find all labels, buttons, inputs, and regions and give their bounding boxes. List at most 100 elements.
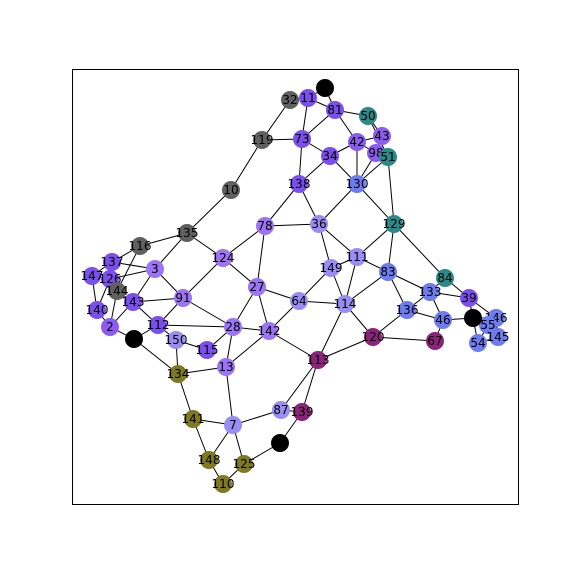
edge-n138-n78: [264, 183, 300, 227]
node-marker: [214, 249, 232, 267]
edge-n113-n87: [280, 359, 319, 411]
node-marker: [217, 358, 235, 376]
graph-node: 43: [373, 127, 391, 145]
node-marker: [364, 328, 382, 346]
graph-node: 13: [217, 358, 235, 376]
node-marker: [436, 269, 454, 287]
node-marker: [174, 289, 192, 307]
graph-node: 84: [436, 269, 454, 287]
node-marker: [290, 175, 308, 193]
node-marker: [149, 316, 167, 334]
graph-node: [125, 330, 143, 348]
graph-node: 11: [299, 89, 317, 107]
node-label: 11: [300, 91, 315, 105]
edge-n129-n84: [393, 223, 446, 279]
node-marker: [348, 248, 366, 266]
node-marker: [178, 224, 196, 242]
node-label: 83: [380, 265, 395, 279]
graph-node: 143: [122, 293, 144, 311]
edge-n130-n129: [356, 183, 395, 225]
node-marker: [398, 301, 416, 319]
node-marker: [256, 217, 274, 235]
graph-node: 137: [101, 253, 123, 271]
node-label: 43: [374, 129, 389, 143]
edge-n78-n36: [264, 223, 320, 227]
edge-n120-n113: [317, 336, 374, 361]
graph-node: 27: [248, 278, 266, 296]
node-label: 149: [320, 261, 343, 275]
edge-n13-n7: [225, 366, 234, 426]
node-marker: [184, 410, 202, 428]
plot-frame: [72, 69, 519, 505]
node-label: 141: [182, 412, 205, 426]
node-marker: [379, 263, 397, 281]
node-label: 51: [380, 150, 395, 164]
graph-node: 147: [81, 267, 104, 285]
graph-node: 144: [106, 282, 128, 300]
edge-n51-n129: [387, 156, 395, 225]
node-label: 129: [383, 217, 406, 231]
edge-n120-n67: [372, 336, 436, 342]
node-marker: [290, 292, 308, 310]
node-label: 13: [218, 360, 233, 374]
edge-n114-n113: [317, 303, 346, 361]
node-marker: [293, 130, 311, 148]
graph-node: 145: [487, 328, 510, 346]
node-label: 142: [258, 324, 281, 338]
node-marker: [88, 301, 106, 319]
graph-node: 141: [182, 410, 205, 428]
graph-node: 91: [174, 289, 192, 307]
graph-node: 124: [212, 249, 234, 267]
node-label: 147: [81, 269, 104, 283]
edge-n113-n139: [301, 359, 319, 413]
graph-node: [271, 434, 289, 452]
node-marker: [248, 278, 266, 296]
node-marker: [271, 434, 289, 452]
graph-node: 34: [321, 147, 339, 165]
node-label: 136: [396, 303, 419, 317]
node-marker: [224, 318, 242, 336]
graph-node: [464, 309, 482, 327]
edge-n112-n28: [157, 324, 234, 328]
node-label: 54: [470, 336, 485, 350]
graph-node: 136: [396, 301, 419, 319]
graph-node: 142: [258, 322, 281, 340]
node-label: 135: [176, 226, 199, 240]
node-label: 84: [437, 271, 452, 285]
edge-n124-n91: [182, 257, 224, 299]
graph-node: 28: [224, 318, 242, 336]
graph-node: 3: [146, 260, 164, 278]
graph-node: 125: [233, 455, 255, 473]
node-marker: [348, 133, 366, 151]
graph-node: 87: [272, 401, 290, 419]
node-marker: [385, 215, 403, 233]
node-marker: [421, 283, 439, 301]
graph-node: 81: [326, 101, 344, 119]
node-marker: [326, 101, 344, 119]
edge-n91-n28: [182, 297, 234, 328]
node-label: 114: [334, 297, 357, 311]
node-label: 140: [86, 303, 109, 317]
graph-node: 129: [383, 215, 406, 233]
node-marker: [336, 295, 354, 313]
node-label: 67: [427, 334, 442, 348]
node-marker: [348, 175, 366, 193]
node-label: 150: [165, 333, 188, 347]
node-marker: [309, 351, 327, 369]
edge-n130-n36: [318, 183, 358, 225]
graph-node: 113: [307, 351, 329, 369]
graph-node: 133: [419, 283, 441, 301]
node-marker: [125, 330, 143, 348]
node-marker: [479, 316, 497, 334]
edge-b1-n134: [133, 338, 179, 375]
node-marker: [200, 451, 218, 469]
graph-node: 139: [291, 403, 313, 421]
graph-node: [316, 79, 334, 97]
edge-n142-n113: [268, 330, 319, 361]
node-label: 111: [346, 250, 369, 264]
graph-node: 138: [288, 175, 310, 193]
node-label: 32: [282, 93, 297, 107]
node-label: 91: [175, 291, 190, 305]
node-label: 145: [487, 330, 510, 344]
